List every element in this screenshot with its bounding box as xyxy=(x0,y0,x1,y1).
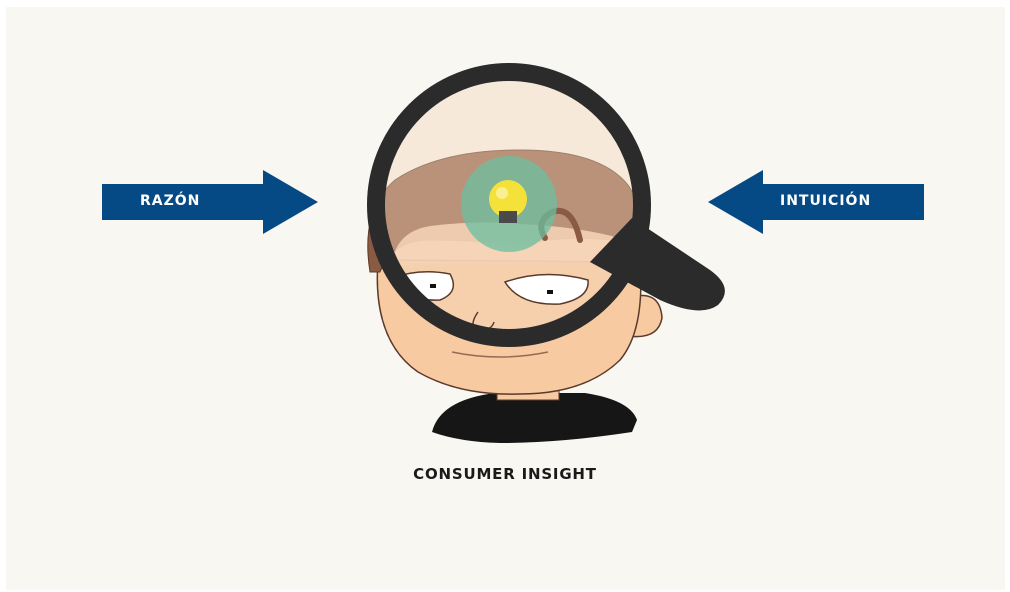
razon-arrow: RAZÓN xyxy=(102,170,318,234)
lightbulb-icon xyxy=(489,180,527,223)
diagram-caption: CONSUMER INSIGHT xyxy=(413,465,597,483)
intuicion-arrow: INTUICIÓN xyxy=(708,170,924,234)
razon-label: RAZÓN xyxy=(140,193,201,209)
magnifying-glass-icon xyxy=(590,218,725,311)
intuicion-label: INTUICIÓN xyxy=(780,193,872,209)
